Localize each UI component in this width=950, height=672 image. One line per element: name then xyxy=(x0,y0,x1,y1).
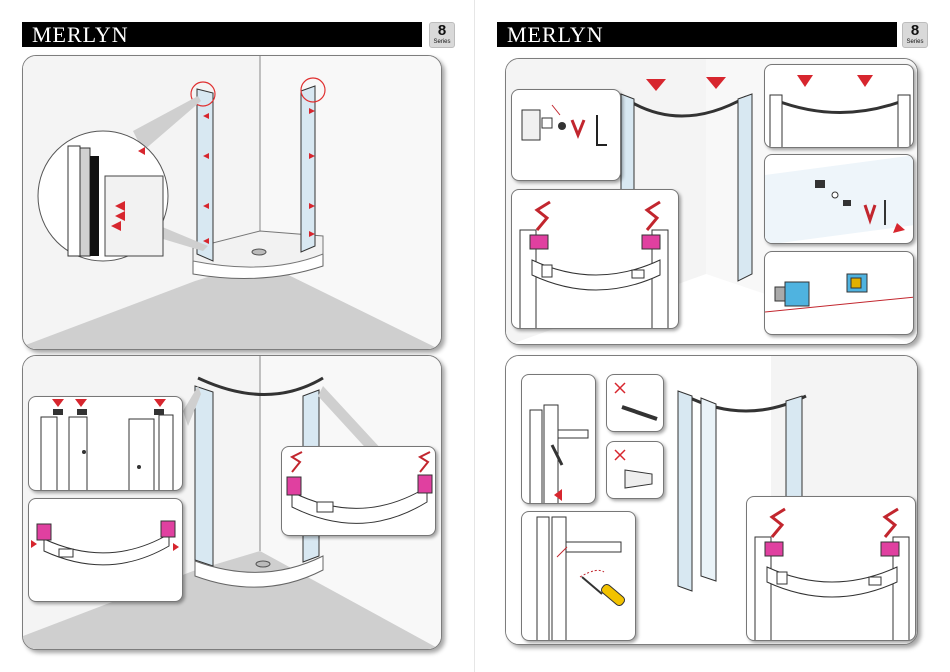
step-panel-top-rail xyxy=(505,58,918,345)
step-panel-wall-channels xyxy=(22,55,442,350)
step-panel-bracket-assembly xyxy=(22,355,442,650)
inset-rail-ends xyxy=(764,64,914,148)
inset-side-profile xyxy=(521,374,596,504)
right-page: MERLYN 8 Series xyxy=(475,0,950,672)
step-panel-door-fitting xyxy=(505,355,918,645)
inset-bracket-top-view xyxy=(511,189,679,329)
series-number: 8 xyxy=(430,23,454,39)
left-wall-channel xyxy=(197,89,213,261)
inset-door-brackets xyxy=(746,496,916,641)
inset-channel-brackets xyxy=(28,396,183,491)
inset-screw-detail xyxy=(764,154,914,244)
inset-screwdriver-adjust xyxy=(521,511,636,641)
inset-no-plug-warning xyxy=(606,441,664,499)
series-label: Series xyxy=(430,39,454,46)
series-badge-right: 8 Series xyxy=(902,22,928,48)
screwdriver-icon xyxy=(582,577,626,607)
brand-title-right: MERLYN xyxy=(497,22,897,47)
wall-channel-illustration xyxy=(23,56,442,350)
inset-no-screw-warning xyxy=(606,374,664,432)
inset-fixing-kit xyxy=(511,89,621,181)
series-badge-left: 8 Series xyxy=(429,22,455,48)
waste-drain xyxy=(252,249,266,255)
series-number: 8 xyxy=(903,23,927,39)
red-arrow-icon xyxy=(52,399,166,407)
series-label: Series xyxy=(903,39,927,46)
fixing-block xyxy=(785,282,809,306)
inset-blue-block xyxy=(764,251,914,335)
inset-bottom-rail xyxy=(28,498,183,602)
inset-bracket-detail xyxy=(281,446,436,536)
brand-title-left: MERLYN xyxy=(22,22,422,47)
left-page: MERLYN 8 Series xyxy=(0,0,475,672)
cross-mark-icon xyxy=(615,383,625,393)
cross-mark-icon xyxy=(615,450,625,460)
